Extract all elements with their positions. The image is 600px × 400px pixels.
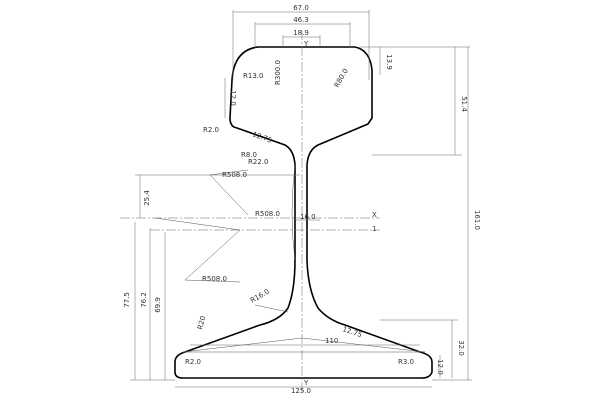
radius-r8: R8.0 — [241, 151, 257, 159]
radius-r508-low: R508.0 — [202, 275, 227, 283]
dim-head-width: 67.0 — [293, 4, 309, 12]
radius-r13: R13.0 — [243, 72, 263, 80]
dim-neutral-axis-a: 77.5 — [123, 292, 131, 308]
radius-r2-foot: R2.0 — [185, 358, 201, 366]
leader-r16 — [254, 304, 289, 313]
radius-r22: R22.0 — [248, 158, 268, 166]
dim-crown-drop: 13.9 — [385, 54, 393, 70]
leader-r508-mid — [154, 217, 241, 231]
radius-r508-mid: R508.0 — [255, 210, 280, 218]
axis-y-top: Y — [303, 40, 309, 48]
radius-r80-head: R80.0 — [333, 67, 350, 89]
dim-head-top-width: 46.3 — [293, 16, 309, 24]
rail-outline — [174, 46, 433, 379]
radius-r2-head: R2.0 — [203, 126, 219, 134]
radius-r300: R300.0 — [274, 60, 282, 85]
dim-upper-web-offset: 25.4 — [143, 190, 151, 206]
radius-r20-foot: R20 — [196, 315, 207, 330]
dim-crown-flat: 18.9 — [293, 29, 309, 37]
axis-one: 1 — [372, 225, 376, 233]
dim-neutral-axis-c: 69.9 — [154, 297, 162, 313]
dim-total-height: 161.0 — [473, 210, 481, 230]
dim-web-thickness: 16.0 — [300, 213, 316, 221]
leader-r508-top-b — [209, 169, 249, 176]
dim-foot-width: 125.0 — [291, 387, 311, 395]
dim-head-side: 12.0 — [229, 90, 237, 106]
radius-r16: R16.0 — [249, 288, 271, 305]
axis-y-bottom: Y — [303, 379, 309, 387]
dim-foot-inner: 110 — [325, 337, 338, 345]
dim-foot-edge: 12.0 — [436, 359, 444, 375]
dim-neutral-axis-b: 76.2 — [140, 292, 148, 308]
leader-r508-mid-b — [184, 229, 241, 281]
dim-head-depth: 51.4 — [460, 96, 468, 112]
axis-x: X — [372, 211, 377, 219]
dim-foot-depth: 32.0 — [457, 340, 465, 356]
leader-r508-low — [184, 279, 241, 283]
radius-r508-top: R508.0 — [222, 171, 247, 179]
slope-head: 12.75 — [251, 130, 273, 144]
leader-r508-top — [209, 174, 249, 216]
radius-r3-foot: R3.0 — [398, 358, 414, 366]
slope-foot: 12.75 — [341, 325, 363, 339]
